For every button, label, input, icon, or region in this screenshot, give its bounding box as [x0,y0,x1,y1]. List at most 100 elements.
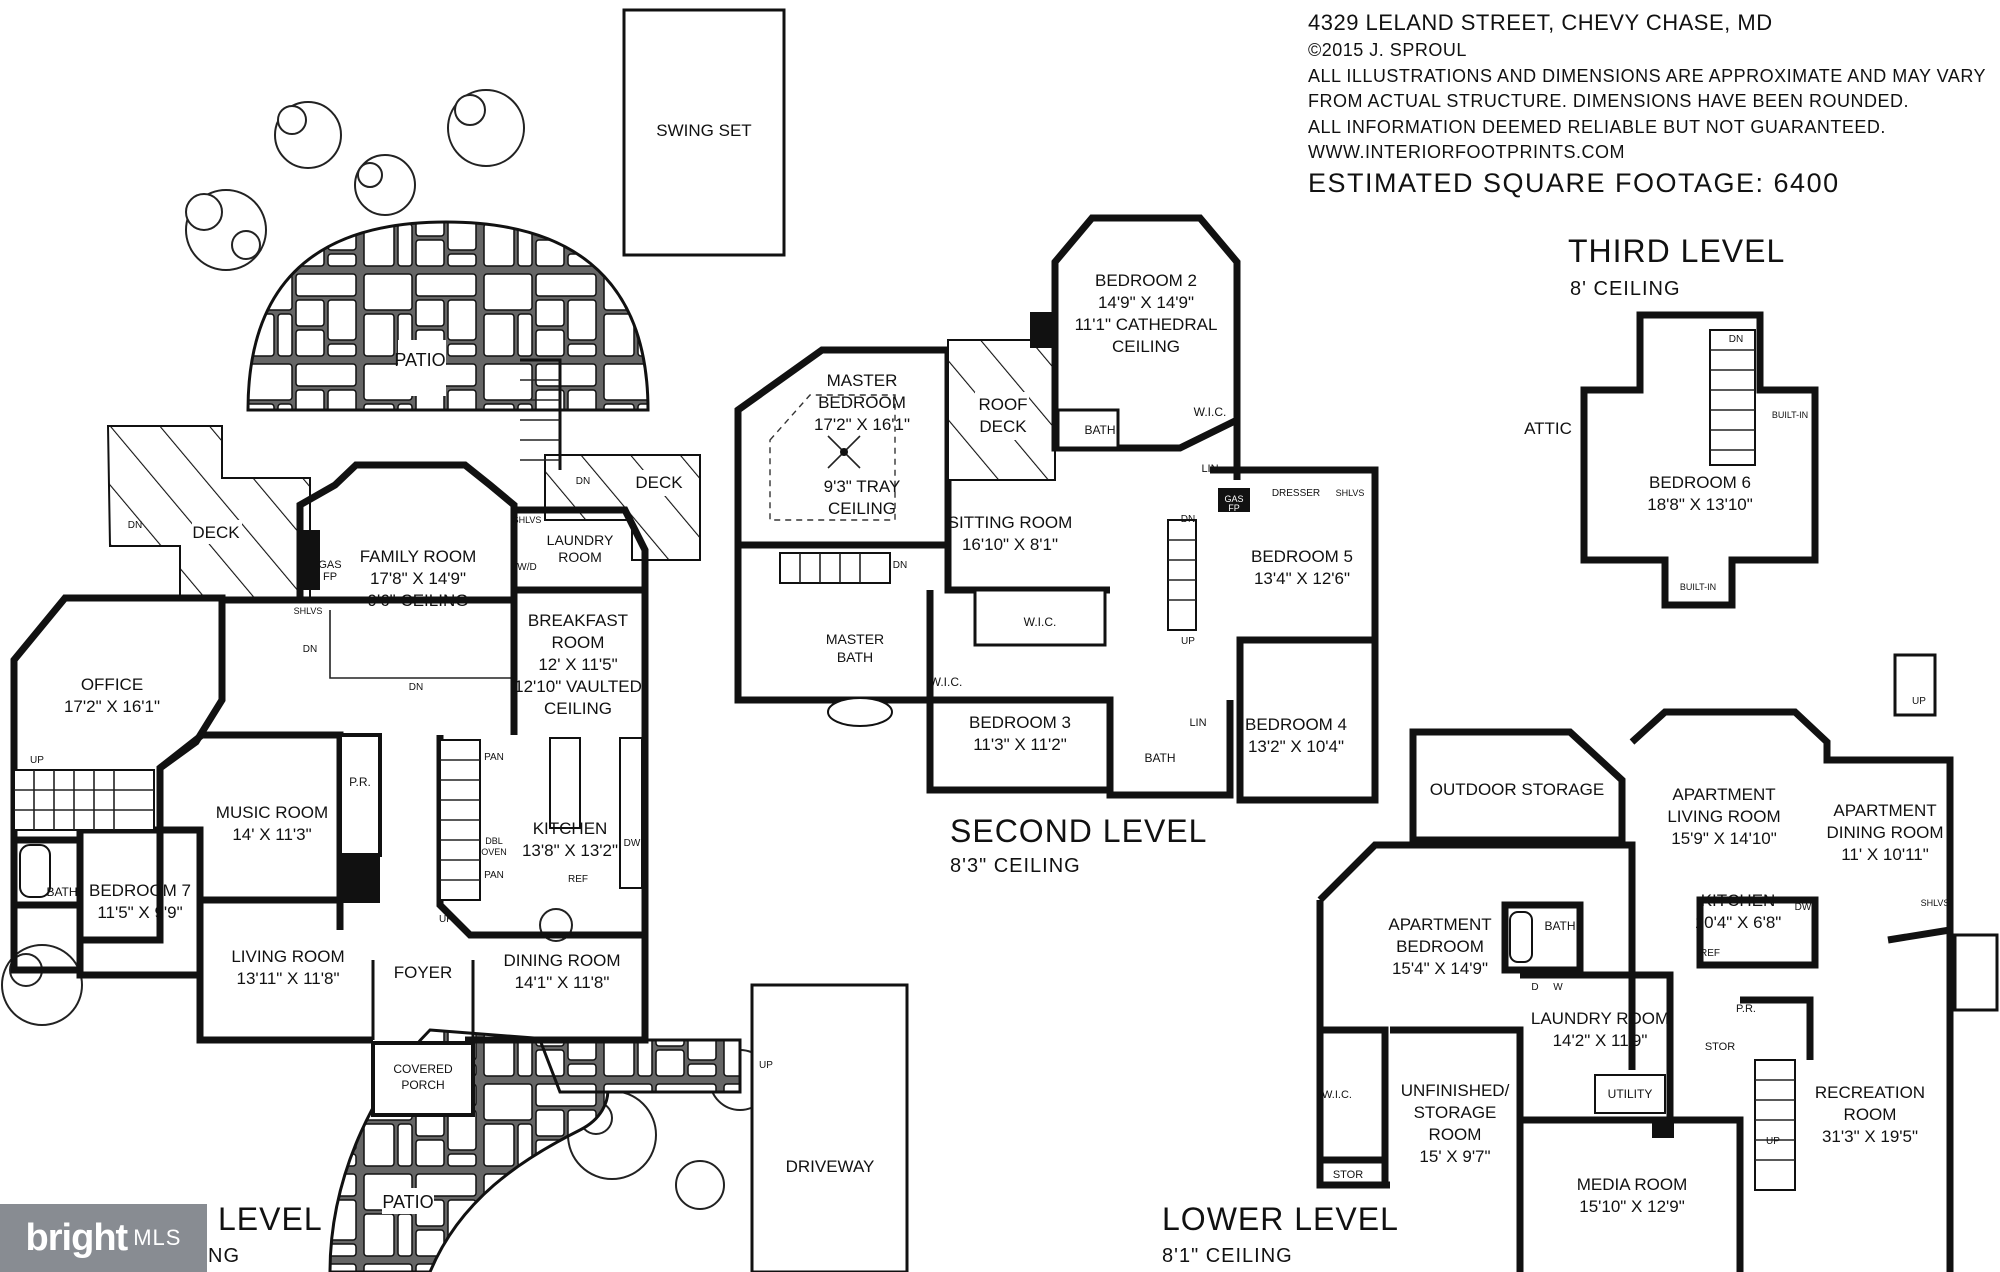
mls-badge: bright MLS [0,1204,207,1272]
breakfast-label-2: ROOM [552,633,605,652]
lower-up-label: UP [1766,1136,1780,1147]
bedroom6-dim: 18'8" X 13'10" [1647,495,1753,514]
bedroom4-dim: 13'2" X 10'4" [1248,737,1344,756]
third-level-ceiling: 8' CEILING [1570,278,1681,300]
sitting-room-label: SITTING ROOM [948,513,1073,532]
second-stairs-central [1167,519,1197,631]
dbl-oven-2: OVEN [481,847,507,857]
laundry-label-1: LAUNDRY [547,532,614,548]
deck-left [106,425,311,601]
main-level: DECK DECK OFFICE 17'2" X 16'1" FAMILY RO… [10,358,773,1267]
patio-top [246,220,650,412]
second-level-ceiling: 8'3" CEILING [950,855,1081,877]
apt-living-label-2: LIVING ROOM [1667,807,1780,826]
second-lin-label: LIN [1189,717,1206,729]
lower-shlvs-label: SHLVS [1921,898,1950,908]
apt-living-dim: 15'9" X 14'10" [1671,829,1777,848]
attic-label: ATTIC [1524,419,1572,438]
pan-label: PAN [484,752,504,763]
lower-bath-label: BATH [1544,919,1575,933]
master-label-1: MASTER [827,371,898,390]
wd-label: W/D [517,562,536,573]
laundry-label: LAUNDRY ROOM [1531,1009,1669,1028]
dresser-label: DRESSER [1272,488,1320,499]
dryer-label: D [1531,982,1538,993]
recreation-label-2: ROOM [1844,1105,1897,1124]
fireplace-icon [298,530,320,590]
shlvs-laundry: SHLVS [513,515,542,525]
third-level-title: THIRD LEVEL [1568,233,1785,269]
covered-porch-label-1: COVERED [393,1062,453,1076]
tree-icon [185,189,267,271]
third-stairs [1709,329,1756,466]
up-label: UP [30,755,44,766]
utility-closet [1594,1074,1666,1114]
lower-stairs [1754,1059,1796,1191]
lower-stor-label-2: STOR [1705,1041,1735,1053]
bedroom2-bath [1056,408,1120,450]
foyer-label: FOYER [394,963,453,982]
outdoor-storage-walls [1409,728,1626,844]
dn-label: DN [409,682,423,693]
bedroom2-dim: 14'9" X 14'9" [1098,293,1194,312]
laundry-dim: 14'2" X 11'9" [1553,1031,1648,1050]
bedroom5-label: BEDROOM 5 [1251,547,1353,566]
unfinished-label-1: UNFINISHED/ [1401,1081,1510,1100]
unfinished-dim: 15' X 9'7" [1419,1147,1490,1166]
apt-bedroom-label-2: BEDROOM [1396,937,1484,956]
exterior-stair-north [1893,653,1937,717]
apt-dining-dim: 11' X 10'11" [1841,845,1929,864]
website: WWW.INTERIORFOOTPRINTS.COM [1308,142,1625,162]
dn-label: DN [128,520,142,531]
stair-closet [340,855,380,903]
dn-2b: DN [893,560,907,571]
bedroom5-dim: 13'4" X 12'6" [1254,569,1350,588]
second-level: MASTER BEDROOM 17'2" X 16'1" 9'3" TRAY C… [734,214,1379,877]
utility-label: UTILITY [1608,1087,1653,1101]
main-stairs [439,358,562,901]
dbl-oven-1: DBL [485,836,503,846]
lower-up-label-2: UP [1912,696,1926,707]
second-hall-wic [973,588,1107,647]
pan-label-2: PAN [484,870,504,881]
dn-label: DN [576,476,590,487]
unfinished-label-2: STORAGE [1414,1103,1497,1122]
bedroom7-label: BEDROOM 7 [89,881,191,900]
family-room-walls [296,461,518,600]
gas-fp-2-label-1: GAS [1224,494,1243,504]
badge-brand: bright [25,1216,129,1259]
dn-label: DN [303,644,317,655]
outdoor-elements: SWING SET PATIO PATIO DRIVEWAY COVERED P… [1,8,909,1272]
media-room-walls [1516,1116,1744,1272]
tree-icon [1,944,83,1026]
master-ceiling-1: 9'3" TRAY [824,477,901,496]
recreation-walls [1740,930,1954,1272]
bedroom2-ceiling-2: CEILING [1112,337,1180,356]
up-2: UP [1181,636,1195,647]
gas-fp-2-label-2: FP [1228,503,1240,513]
copyright: ©2015 J. SPROUL [1308,40,1467,60]
bedroom2-wic-label: W.I.C. [1194,405,1227,419]
kitchen-dim: 13'8" X 13'2" [522,841,618,860]
bedroom6-label: BEDROOM 6 [1649,473,1751,492]
fireplace-icon [1218,488,1250,512]
second-stairs-west [779,552,891,584]
recreation-dim: 31'3" X 19'5" [1822,1127,1918,1146]
recreation-label-1: RECREATION [1815,1083,1925,1102]
bedroom5-4-walls [1210,420,1379,804]
laundry-label-2: ROOM [558,549,602,565]
chimney-icon [1030,312,1055,348]
dn-2: DN [1181,514,1195,525]
swing-set-area [622,8,786,257]
music-room-label: MUSIC ROOM [216,803,328,822]
second-level-title: SECOND LEVEL [950,813,1207,849]
bathtub-icon [827,697,893,727]
tree-icon [274,101,342,169]
kitchen-label: KITCHEN [533,819,608,838]
master-label-2: BEDROOM [818,393,906,412]
lower-pr-label: P.R. [1736,1003,1756,1015]
bath7-walls [10,836,84,909]
lower-level: OUTDOOR STORAGE APARTMENT LIVING ROOM 15… [1162,653,1999,1272]
deck-left-label: DECK [192,523,240,542]
